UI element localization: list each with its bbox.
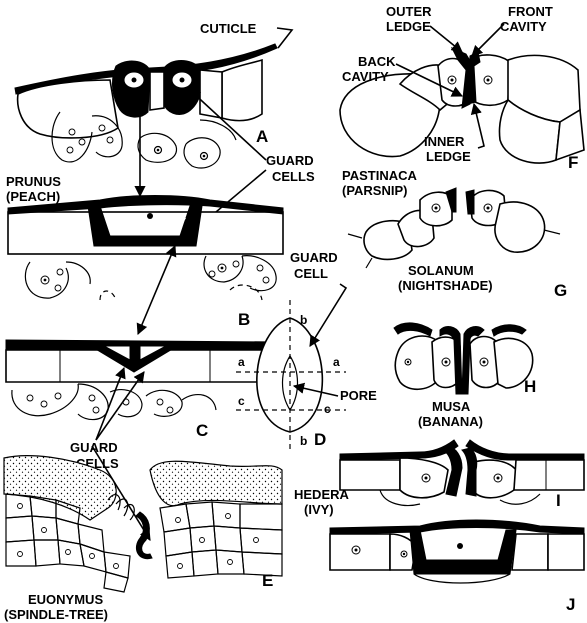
panel-label-b: B: [238, 310, 250, 329]
outer-ledge-label-line2: LEDGE: [386, 19, 431, 34]
outer-ledge-arrow: [430, 26, 462, 52]
back-cavity-label-line1: BACK: [358, 54, 396, 69]
section-mark-a-right: a: [333, 355, 340, 369]
inner-ledge-label-line1: INNER: [424, 134, 465, 149]
section-mark-c-right: c: [324, 402, 331, 416]
guard-cell-label-line1: GUARD: [290, 250, 338, 265]
section-mark-a-left: a: [238, 355, 245, 369]
pore-label: PORE: [340, 388, 377, 403]
euonymus-label-line2: (SPINDLE-TREE): [4, 607, 108, 622]
prunus-label-line1: PRUNUS: [6, 174, 61, 189]
panel-g-figure: [348, 188, 560, 268]
musa-label-line1: MUSA: [432, 399, 471, 414]
panel-label-d: D: [314, 430, 326, 449]
pastinaca-label-line2: (PARSNIP): [342, 183, 407, 198]
panel-b-figure: [8, 196, 283, 301]
solanum-label-line2: (NIGHTSHADE): [398, 278, 493, 293]
hedera-label-line2: (IVY): [304, 502, 334, 517]
panel-e-figure: [4, 456, 282, 592]
panel-label-c: C: [196, 421, 208, 440]
hedera-label-line1: HEDERA: [294, 487, 350, 502]
section-mark-c-left: c: [238, 394, 245, 408]
panel-label-g: G: [554, 281, 567, 300]
panel-label-a: A: [256, 127, 268, 146]
solanum-label-line1: SOLANUM: [408, 263, 474, 278]
guard-cells-label-top-line1: GUARD: [266, 153, 314, 168]
section-mark-b-top: b: [300, 313, 307, 327]
panel-h-figure: [394, 323, 533, 394]
front-cavity-label-line2: CAVITY: [500, 19, 547, 34]
prunus-label-line2: (PEACH): [6, 189, 60, 204]
panel-label-j: J: [566, 595, 575, 614]
back-cavity-label-line2: CAVITY: [342, 69, 389, 84]
euonymus-label-line1: EUONYMUS: [28, 592, 103, 607]
panel-j-figure: [330, 520, 584, 583]
outer-ledge-label-line1: OUTER: [386, 4, 432, 19]
front-cavity-arrow: [472, 24, 504, 56]
guard-cell-label-line2: CELL: [294, 266, 328, 281]
panel-label-e: E: [262, 571, 273, 590]
inner-ledge-label-line2: LEDGE: [426, 149, 471, 164]
musa-label-line2: (BANANA): [418, 414, 483, 429]
front-cavity-label-line1: FRONT: [508, 4, 553, 19]
panel-a-figure: [15, 44, 277, 168]
guard-cells-label-top-line2: CELLS: [272, 169, 315, 184]
pastinaca-label-line1: PASTINACA: [342, 168, 417, 183]
cuticle-label: CUTICLE: [200, 21, 257, 36]
panel-i-figure: [340, 440, 584, 505]
panel-label-f: F: [568, 153, 578, 172]
double-arrow-b-c: [138, 246, 175, 334]
panel-label-i: I: [556, 491, 561, 510]
cuticle-label-group: CUTICLE: [200, 21, 292, 48]
panel-label-h: H: [524, 377, 536, 396]
section-mark-b-bottom: b: [300, 434, 307, 448]
